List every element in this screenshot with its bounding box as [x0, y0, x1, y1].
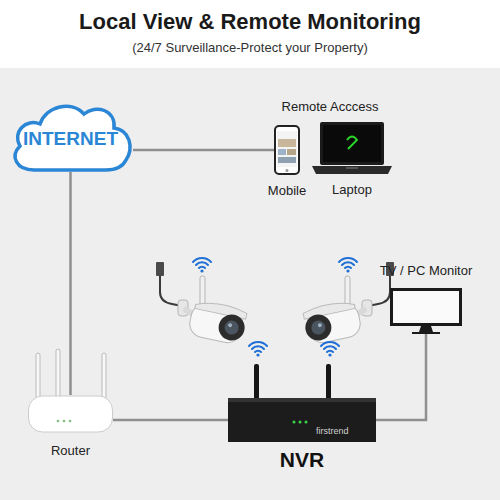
phone-device-art	[275, 126, 299, 174]
network-cable	[133, 149, 274, 152]
recorder-box-art	[228, 398, 376, 442]
diagram-title: Local View & Remote Monitoring	[0, 9, 500, 35]
gateway-device-art	[36, 353, 40, 403]
diagram-subtitle: (24/7 Surveillance-Protect your Property…	[0, 40, 500, 55]
gateway-device-art	[63, 420, 66, 423]
device-label: Laptop	[332, 182, 372, 197]
notebook-device-art	[347, 137, 357, 150]
device-label: Router	[51, 443, 90, 458]
network-cable	[69, 172, 72, 395]
display-device-art	[392, 290, 461, 325]
phone-device-art	[278, 139, 296, 147]
network-cable	[376, 334, 426, 420]
recorder-box-art	[254, 364, 259, 400]
network-cable	[113, 419, 228, 422]
recorder-box: firstrendNVR	[228, 398, 376, 442]
display-device-art	[419, 326, 433, 332]
notebook-device-art	[346, 167, 358, 169]
recorder-box-art	[326, 364, 331, 400]
cloud-shape: INTERNET	[8, 98, 133, 172]
display-device-art	[390, 288, 462, 334]
gateway-device-art	[102, 353, 106, 403]
phone-device: Mobile	[274, 125, 300, 175]
phone-device-art	[277, 131, 297, 167]
notebook-device-art	[320, 122, 384, 165]
wifi-symbol	[249, 342, 267, 357]
device-label: INTERNET	[8, 98, 133, 172]
notebook-device-art	[312, 122, 392, 174]
notebook-device-art	[312, 166, 392, 174]
phone-device-art	[287, 149, 296, 155]
phone-device-art	[286, 169, 289, 172]
wireless-camera	[156, 258, 249, 346]
phone-device-art	[278, 157, 296, 163]
recorder-box-art	[228, 398, 376, 442]
recorder-box-art	[228, 398, 376, 402]
gateway-device-art	[57, 420, 60, 423]
display-device: TV / PC Monitor	[390, 288, 462, 334]
notebook-device-art	[323, 125, 381, 162]
recorder-box-art	[305, 421, 308, 424]
device-label: Mobile	[268, 183, 306, 198]
recorder-box-art	[293, 421, 296, 424]
gateway-device-art	[56, 349, 60, 403]
device-label: firstrend	[316, 426, 349, 436]
gateway-device-art	[29, 396, 113, 432]
phone-device-art	[274, 125, 300, 175]
device-caption: NVR	[280, 448, 324, 472]
gateway-device-art	[28, 395, 113, 433]
wifi-symbol	[321, 342, 339, 357]
device-label: TV / PC Monitor	[380, 263, 472, 278]
phone-device-art	[278, 149, 286, 155]
recorder-box-art	[299, 421, 302, 424]
notebook-device: Laptop	[312, 122, 392, 174]
group-label: Remote Acccess	[262, 99, 398, 114]
display-device-art	[412, 332, 440, 334]
gateway-device-art	[69, 420, 72, 423]
gateway-device: Router	[28, 395, 113, 433]
